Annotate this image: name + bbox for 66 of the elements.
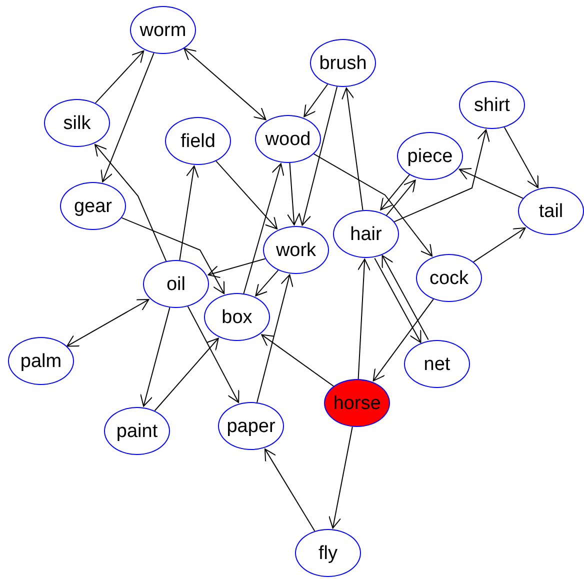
arrow — [382, 255, 429, 340]
arrow — [286, 162, 300, 226]
node-label: net — [424, 354, 450, 374]
arrow — [179, 166, 199, 261]
arrow — [121, 217, 225, 294]
node-label: fly — [318, 544, 338, 562]
node-ellipse — [397, 132, 463, 180]
arrow — [458, 168, 524, 199]
arrow — [386, 180, 416, 216]
node-ellipse — [333, 210, 399, 258]
node-ellipse — [404, 340, 470, 388]
node-label: oil — [166, 274, 186, 294]
arrow — [264, 448, 316, 532]
node-ellipse — [263, 226, 329, 274]
node-label: work — [276, 240, 316, 260]
arrow — [243, 163, 284, 294]
arrow — [341, 88, 364, 211]
node-label: shirt — [474, 96, 510, 114]
arrow — [304, 84, 328, 118]
arrow — [298, 86, 338, 226]
arrow — [94, 50, 144, 104]
arrow — [473, 227, 526, 262]
arrow — [261, 334, 334, 387]
arrow — [504, 126, 538, 188]
node-label: tail — [538, 202, 564, 220]
arrow — [394, 129, 490, 222]
node-ellipse — [143, 260, 209, 308]
node-ellipse — [518, 187, 584, 235]
arrow — [380, 174, 410, 210]
node-ellipse — [8, 337, 74, 385]
node-label: worm — [140, 20, 186, 40]
arrow — [187, 306, 240, 403]
arrow — [313, 153, 433, 257]
node-ellipse — [204, 293, 270, 341]
arrow — [66, 299, 150, 347]
node-ellipse — [416, 254, 482, 302]
node-label: piece — [407, 146, 453, 166]
arrow — [256, 274, 294, 403]
arrow — [140, 307, 170, 407]
node-label: paper — [226, 416, 276, 436]
node-label: box — [222, 308, 252, 326]
node-label: cock — [429, 268, 469, 288]
node-label: gear — [74, 196, 112, 216]
arrow — [372, 298, 434, 382]
node-label: field — [180, 132, 216, 150]
node-label: paint — [116, 422, 158, 440]
node-label: silk — [63, 114, 91, 132]
node-ellipse — [130, 6, 196, 54]
node-label: wood — [265, 130, 311, 148]
node-ellipse — [324, 379, 390, 427]
arrow — [100, 52, 154, 182]
arrow — [154, 338, 219, 412]
node-ellipse — [255, 115, 321, 163]
node-label: horse — [333, 394, 381, 412]
arrow — [216, 160, 278, 230]
arrow — [184, 48, 266, 120]
node-ellipse — [60, 182, 126, 230]
node-label: brush — [319, 54, 367, 72]
arrow — [358, 258, 371, 380]
node-label: palm — [20, 352, 62, 370]
arrow — [94, 144, 167, 262]
arrow — [374, 258, 422, 343]
node-label: hair — [350, 224, 382, 244]
arrow — [208, 258, 266, 278]
arrow — [328, 426, 353, 529]
arrow — [255, 270, 279, 296]
